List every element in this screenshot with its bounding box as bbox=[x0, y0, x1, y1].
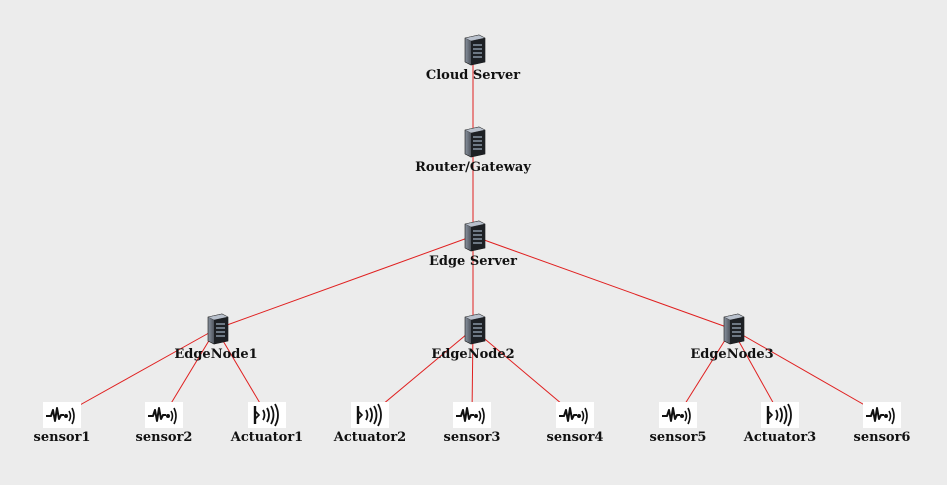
node-label: Actuator1 bbox=[230, 430, 304, 445]
node-router-gateway[interactable]: Router/Gateway bbox=[413, 126, 533, 175]
link-en1-s2 bbox=[163, 328, 217, 416]
server-icon bbox=[207, 313, 229, 345]
node-sensor4[interactable]: sensor4 bbox=[515, 402, 635, 445]
link-edge-en1 bbox=[215, 235, 474, 330]
link-en1-s1 bbox=[61, 328, 217, 416]
link-en2-a2 bbox=[369, 328, 474, 416]
link-edge-en3 bbox=[472, 235, 733, 330]
node-label: Cloud Server bbox=[425, 68, 521, 83]
node-sensor1[interactable]: sensor1 bbox=[2, 402, 122, 445]
node-actuator3[interactable]: Actuator3 bbox=[720, 402, 840, 445]
server-icon bbox=[464, 220, 486, 252]
sensor-icon bbox=[453, 402, 491, 428]
node-label: sensor2 bbox=[135, 430, 193, 445]
server-icon bbox=[464, 126, 486, 158]
sensor-icon bbox=[659, 402, 697, 428]
node-sensor2[interactable]: sensor2 bbox=[104, 402, 224, 445]
node-label: Actuator3 bbox=[743, 430, 817, 445]
node-edge-server[interactable]: Edge Server bbox=[413, 220, 533, 269]
server-icon bbox=[464, 313, 486, 345]
node-label: sensor6 bbox=[853, 430, 911, 445]
node-actuator1[interactable]: Actuator1 bbox=[207, 402, 327, 445]
node-sensor5[interactable]: sensor5 bbox=[618, 402, 738, 445]
sensor-icon bbox=[863, 402, 901, 428]
node-label: Actuator2 bbox=[333, 430, 407, 445]
sensor-icon bbox=[556, 402, 594, 428]
node-edgenode1[interactable]: EdgeNode1 bbox=[156, 313, 276, 362]
node-label: sensor3 bbox=[443, 430, 501, 445]
actuator-icon bbox=[351, 402, 389, 428]
node-label: sensor1 bbox=[33, 430, 91, 445]
node-sensor6[interactable]: sensor6 bbox=[822, 402, 942, 445]
server-icon bbox=[723, 313, 745, 345]
node-sensor3[interactable]: sensor3 bbox=[412, 402, 532, 445]
node-label: sensor4 bbox=[546, 430, 604, 445]
actuator-icon bbox=[761, 402, 799, 428]
actuator-icon bbox=[248, 402, 286, 428]
link-en1-a1 bbox=[215, 328, 268, 416]
node-label: EdgeNode2 bbox=[431, 347, 515, 362]
node-label: EdgeNode1 bbox=[174, 347, 258, 362]
sensor-icon bbox=[145, 402, 183, 428]
node-edgenode2[interactable]: EdgeNode2 bbox=[413, 313, 533, 362]
sensor-icon bbox=[43, 402, 81, 428]
node-label: sensor5 bbox=[649, 430, 707, 445]
node-label: Edge Server bbox=[428, 254, 518, 269]
node-actuator2[interactable]: Actuator2 bbox=[310, 402, 430, 445]
server-icon bbox=[464, 34, 486, 66]
node-label: EdgeNode3 bbox=[690, 347, 774, 362]
link-en3-s5 bbox=[677, 328, 733, 416]
link-en3-s6 bbox=[731, 328, 883, 416]
node-edgenode3[interactable]: EdgeNode3 bbox=[672, 313, 792, 362]
link-en2-s4 bbox=[472, 328, 576, 416]
link-en3-a3 bbox=[731, 328, 781, 416]
node-label: Router/Gateway bbox=[415, 160, 531, 175]
node-cloud-server[interactable]: Cloud Server bbox=[413, 34, 533, 83]
